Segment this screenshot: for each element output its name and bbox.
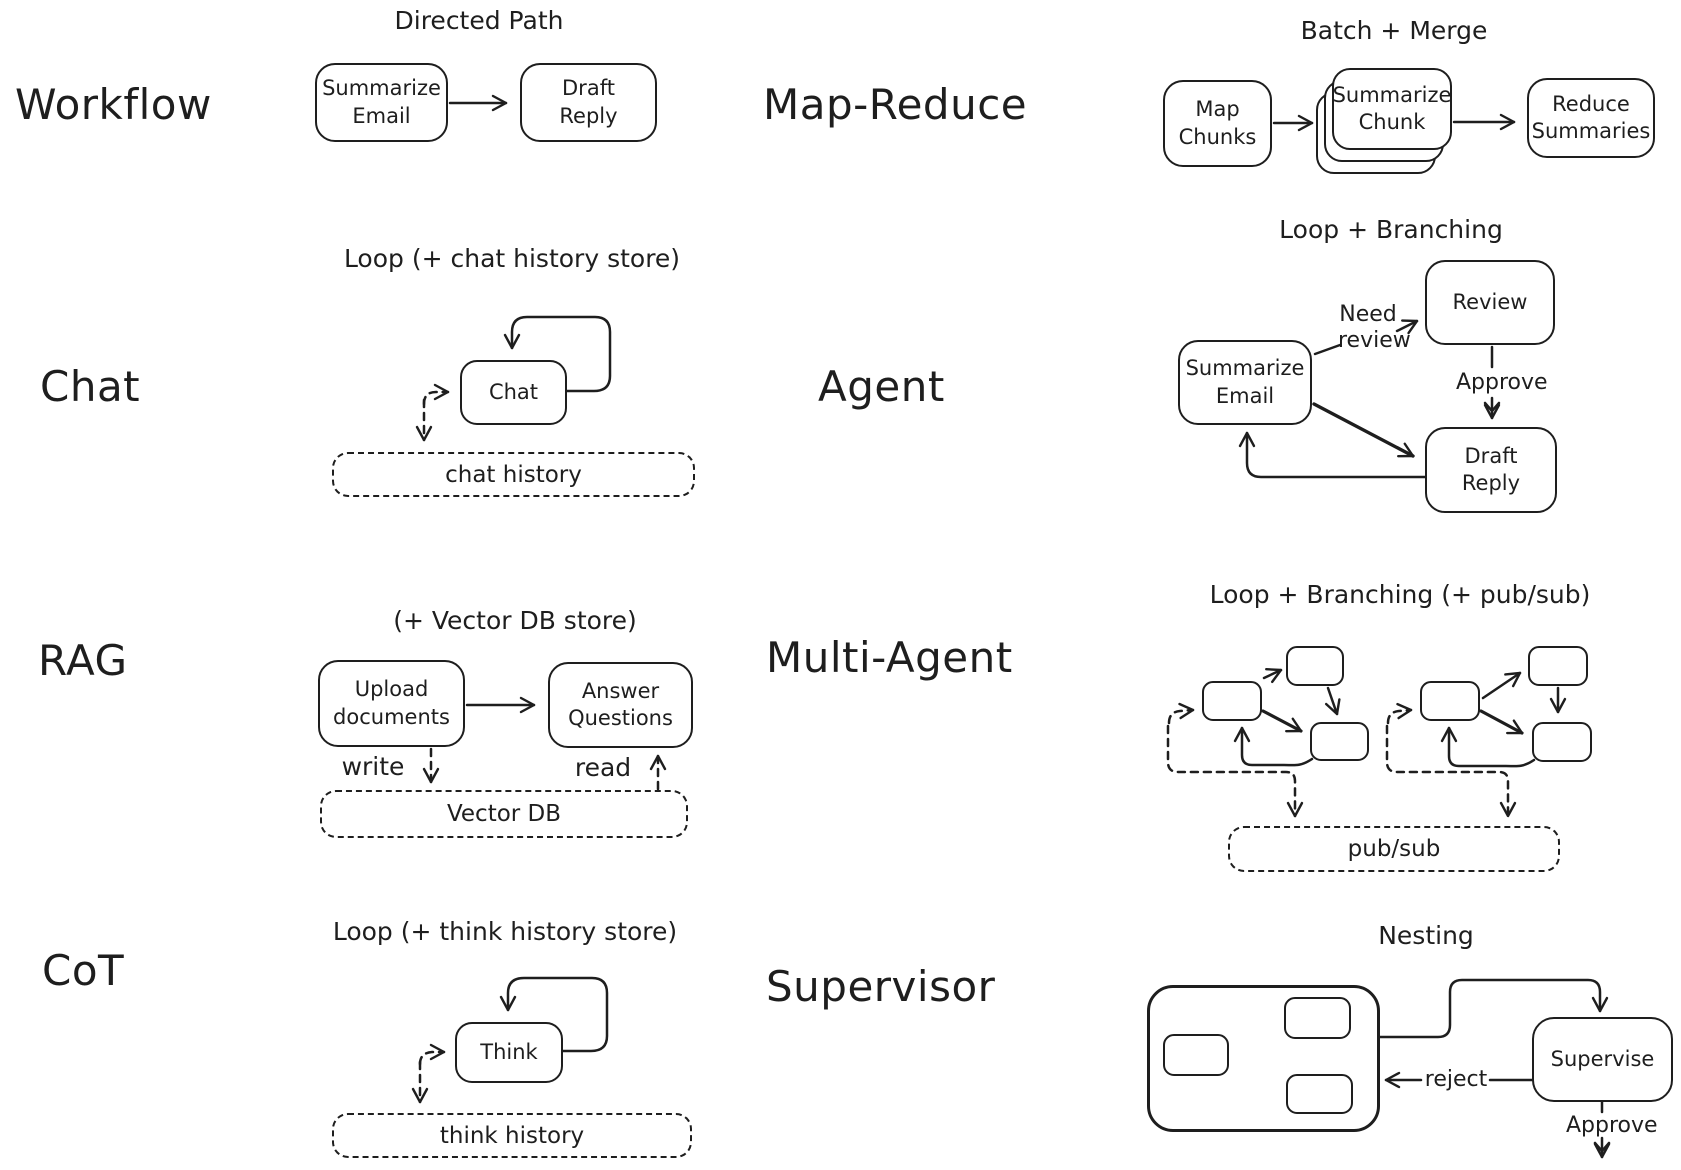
agent-needreview-stub <box>1313 343 1342 356</box>
node-draft-reply: Draft Reply <box>520 63 657 142</box>
supervise-approve-extra-chevron <box>1593 1141 1611 1153</box>
node-think: Think <box>455 1022 563 1083</box>
chat-entry-arrow <box>422 383 450 406</box>
edge-label-reject: reject <box>1424 1067 1488 1092</box>
agent-needreview-arrow <box>1395 319 1419 335</box>
node-answer-questions: Answer Questions <box>548 662 693 748</box>
title-vector-db: (+ Vector DB store) <box>393 606 637 635</box>
ma1-node-a <box>1202 681 1262 721</box>
node-map-chunks: Map Chunks <box>1163 80 1272 167</box>
node-chat: Chat <box>460 360 567 425</box>
row-label-cot: CoT <box>42 946 125 995</box>
row-label-chat: Chat <box>40 362 141 411</box>
ma1-node-c <box>1310 722 1369 761</box>
cot-self-loop <box>499 976 609 1053</box>
row-label-workflow: Workflow <box>15 80 212 129</box>
edge-label-read: read <box>574 753 632 782</box>
edge-label-supervisor-approve: Approve <box>1566 1113 1658 1138</box>
ma1-a-to-b-arrow <box>1262 668 1283 684</box>
chat-self-loop <box>503 315 612 393</box>
node-reduce-summaries: Reduce Summaries <box>1527 78 1655 158</box>
ma1-entry-arrow <box>1167 702 1195 725</box>
row-label-supervisor: Supervisor <box>766 962 996 1011</box>
edge-label-agent-approve: Approve <box>1456 370 1548 395</box>
title-batch-merge: Batch + Merge <box>1300 16 1488 45</box>
ma2-node-c <box>1532 722 1592 762</box>
node-supervise: Supervise <box>1532 1017 1673 1102</box>
ma1-node-b <box>1286 646 1344 686</box>
agent-draft-to-summarize-loop <box>1238 431 1427 479</box>
container-to-supervise-connector <box>1378 978 1609 1039</box>
row-label-map-reduce: Map-Reduce <box>763 80 1028 129</box>
ma2-a-to-b-arrow <box>1481 671 1522 700</box>
row-label-multi-agent: Multi-Agent <box>766 633 1013 682</box>
store-pubsub: pub/sub <box>1228 826 1560 872</box>
store-chat-history: chat history <box>332 452 695 497</box>
ma1-pubsub-arrow <box>1166 724 1304 818</box>
node-agent-review: Review <box>1425 260 1555 345</box>
title-pubsub: Loop + Branching (+ pub/sub) <box>1209 580 1591 609</box>
ma2-pubsub-arrow <box>1385 724 1517 818</box>
store-think-history: think history <box>332 1113 692 1158</box>
node-agent-draft-reply: Draft Reply <box>1425 427 1557 513</box>
node-upload-documents: Upload documents <box>318 660 465 747</box>
edge-label-write: write <box>341 752 405 781</box>
title-nesting: Nesting <box>1378 921 1474 950</box>
title-chat-loop: Loop (+ chat history store) <box>343 244 681 273</box>
store-vector-db: Vector DB <box>320 790 688 838</box>
ma2-a-to-c-arrow <box>1479 709 1524 735</box>
cot-entry-arrow <box>418 1043 446 1066</box>
sup-node-a <box>1163 1034 1229 1076</box>
ma2-c-to-a-loop <box>1440 726 1536 768</box>
ma2-node-a <box>1420 681 1480 721</box>
edge-label-need-review: Need review <box>1338 302 1411 354</box>
row-label-rag: RAG <box>38 636 128 685</box>
ma1-a-to-c-arrow <box>1261 709 1303 733</box>
ma1-c-to-a-loop <box>1233 726 1314 767</box>
ma2-node-b <box>1528 646 1588 686</box>
title-directed-path: Directed Path <box>394 6 564 35</box>
node-agent-summarize-email: Summarize Email <box>1178 340 1312 425</box>
node-summarize-email: Summarize Email <box>315 63 448 142</box>
agent-summarize-to-draft-arrow <box>1312 402 1415 458</box>
node-summarize-chunk: Summarize Chunk <box>1332 68 1452 150</box>
agent-approve-extra-chevron <box>1483 401 1501 413</box>
ma2-entry-arrow <box>1386 702 1413 725</box>
row-label-agent: Agent <box>818 362 945 411</box>
sup-node-b <box>1284 997 1351 1039</box>
sup-node-c <box>1286 1074 1353 1114</box>
ma1-b-to-c-arrow <box>1324 686 1341 716</box>
title-loop-branching: Loop + Branching <box>1279 215 1503 244</box>
title-cot-loop: Loop (+ think history store) <box>332 917 678 946</box>
